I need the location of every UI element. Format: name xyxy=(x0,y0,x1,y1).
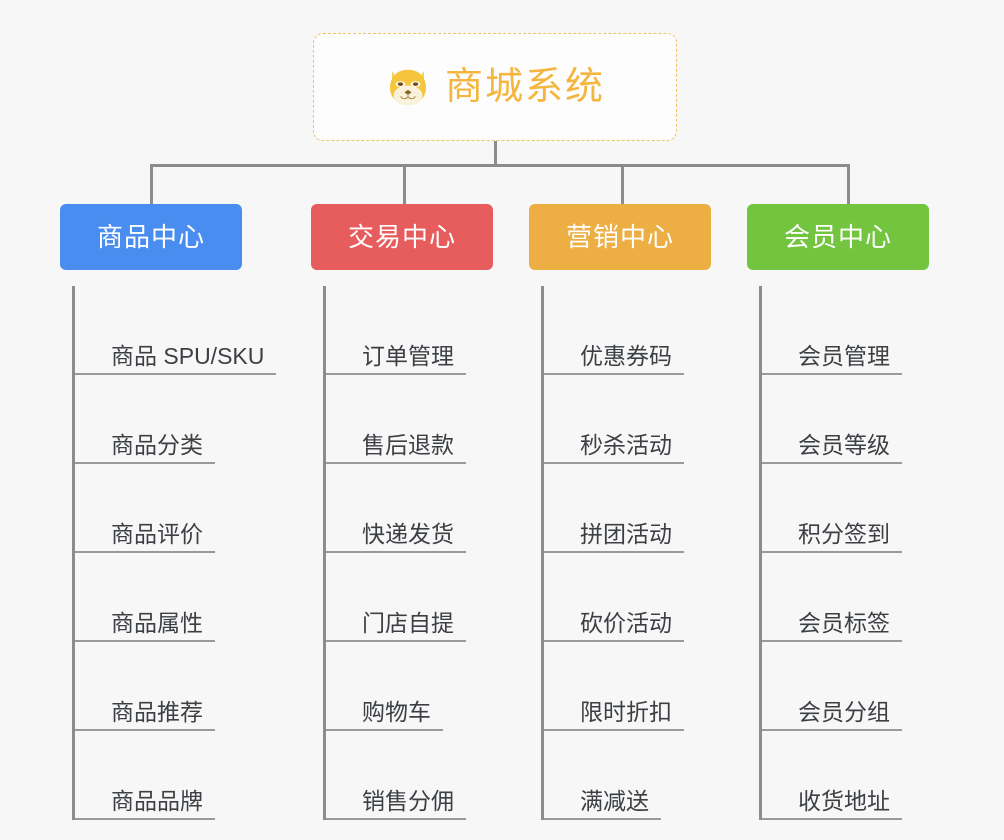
category-label-2: 交易中心 xyxy=(347,222,456,252)
category-label-1: 商品中心 xyxy=(96,222,205,252)
category-column-会员中心: 会员中心 会员管理会员等级积分签到会员标签会员分组收货地址 xyxy=(747,204,967,820)
leaf-label: 优惠券码 xyxy=(580,342,672,369)
leaf-underline xyxy=(544,818,661,820)
leaf-item[interactable]: 快递发货 xyxy=(326,464,531,553)
leaf-item[interactable]: 优惠券码 xyxy=(544,286,749,375)
category-label-4: 会员中心 xyxy=(783,222,892,252)
category-header-4[interactable]: 会员中心 xyxy=(747,204,929,270)
leaf-underline xyxy=(75,551,215,553)
leaf-underline xyxy=(544,640,684,642)
leaf-label: 商品推荐 xyxy=(111,698,203,725)
leaf-underline xyxy=(762,640,902,642)
leaf-underline xyxy=(326,373,466,375)
leaf-underline xyxy=(75,818,215,820)
shiba-dog-face-icon xyxy=(390,69,426,106)
connector-drop-3 xyxy=(621,164,624,204)
leaf-underline xyxy=(75,640,215,642)
leaf-underline xyxy=(75,729,215,731)
leaf-item[interactable]: 商品评价 xyxy=(75,464,280,553)
leaf-underline xyxy=(326,462,466,464)
leaf-label: 秒杀活动 xyxy=(580,431,672,458)
connector-drop-4 xyxy=(847,164,850,204)
category-header-2[interactable]: 交易中心 xyxy=(311,204,493,270)
leaf-underline xyxy=(544,462,684,464)
leaf-label: 购物车 xyxy=(362,698,431,725)
leaf-item[interactable]: 商品分类 xyxy=(75,375,280,464)
leaf-underline xyxy=(762,729,902,731)
connector-trunk xyxy=(494,141,497,166)
leaf-item[interactable]: 会员标签 xyxy=(762,553,967,642)
leaf-item[interactable]: 购物车 xyxy=(326,642,531,731)
leaf-label: 商品 SPU/SKU xyxy=(111,342,265,369)
leaf-item[interactable]: 销售分佣 xyxy=(326,731,531,820)
leaf-underline xyxy=(75,462,215,464)
leaf-item[interactable]: 订单管理 xyxy=(326,286,531,375)
leaf-underline xyxy=(544,373,684,375)
leaf-item[interactable]: 拼团活动 xyxy=(544,464,749,553)
leaf-label: 会员管理 xyxy=(798,342,890,369)
category-column-营销中心: 营销中心 优惠券码秒杀活动拼团活动砍价活动限时折扣满减送 xyxy=(529,204,749,820)
leaf-label: 售后退款 xyxy=(362,431,454,458)
leaf-underline xyxy=(544,729,684,731)
leaf-list-2: 订单管理售后退款快递发货门店自提购物车销售分佣 xyxy=(323,286,531,820)
leaf-item[interactable]: 门店自提 xyxy=(326,553,531,642)
leaf-item[interactable]: 商品品牌 xyxy=(75,731,280,820)
leaf-label: 订单管理 xyxy=(362,342,454,369)
leaf-underline xyxy=(326,551,466,553)
leaf-item[interactable]: 秒杀活动 xyxy=(544,375,749,464)
leaf-underline xyxy=(762,462,902,464)
leaf-item[interactable]: 会员管理 xyxy=(762,286,967,375)
leaf-item[interactable]: 满减送 xyxy=(544,731,749,820)
leaf-underline xyxy=(326,818,466,820)
leaf-underline xyxy=(75,373,276,375)
leaf-item[interactable]: 商品 SPU/SKU xyxy=(75,286,280,375)
leaf-label: 会员分组 xyxy=(798,698,890,725)
leaf-list-4: 会员管理会员等级积分签到会员标签会员分组收货地址 xyxy=(759,286,967,820)
leaf-item[interactable]: 限时折扣 xyxy=(544,642,749,731)
category-column-商品中心: 商品中心 商品 SPU/SKU 商品分类商品评价商品属性商品推荐商品品牌 xyxy=(60,204,280,820)
leaf-underline xyxy=(326,729,443,731)
category-column-交易中心: 交易中心 订单管理售后退款快递发货门店自提购物车销售分佣 xyxy=(311,204,531,820)
leaf-item[interactable]: 商品推荐 xyxy=(75,642,280,731)
leaf-label: 快递发货 xyxy=(362,520,454,547)
category-label-3: 营销中心 xyxy=(565,222,674,252)
leaf-underline xyxy=(762,373,902,375)
leaf-label: 会员等级 xyxy=(798,431,890,458)
leaf-label: 商品属性 xyxy=(111,609,203,636)
leaf-label: 门店自提 xyxy=(362,609,454,636)
leaf-item[interactable]: 收货地址 xyxy=(762,731,967,820)
leaf-label: 收货地址 xyxy=(798,787,890,814)
root-node[interactable]: 商城系统 xyxy=(313,33,677,141)
root-title: 商城系统 xyxy=(444,66,605,108)
leaf-list-3: 优惠券码秒杀活动拼团活动砍价活动限时折扣满减送 xyxy=(541,286,749,820)
connector-drop-2 xyxy=(403,164,406,204)
leaf-item[interactable]: 砍价活动 xyxy=(544,553,749,642)
leaf-underline xyxy=(544,551,684,553)
leaf-underline xyxy=(762,551,902,553)
connector-bus xyxy=(150,164,850,167)
leaf-label: 限时折扣 xyxy=(580,698,672,725)
leaf-label: 满减送 xyxy=(580,787,649,814)
leaf-item[interactable]: 售后退款 xyxy=(326,375,531,464)
leaf-label: 积分签到 xyxy=(798,520,890,547)
leaf-underline xyxy=(762,818,902,820)
leaf-label: 拼团活动 xyxy=(580,520,672,547)
leaf-item[interactable]: 积分签到 xyxy=(762,464,967,553)
category-header-1[interactable]: 商品中心 xyxy=(60,204,242,270)
leaf-item[interactable]: 会员分组 xyxy=(762,642,967,731)
leaf-item[interactable]: 商品属性 xyxy=(75,553,280,642)
connector-drop-1 xyxy=(150,164,153,204)
leaf-label: 商品分类 xyxy=(111,431,203,458)
leaf-label: 砍价活动 xyxy=(580,609,672,636)
leaf-label: 商品评价 xyxy=(111,520,203,547)
leaf-item[interactable]: 会员等级 xyxy=(762,375,967,464)
leaf-underline xyxy=(326,640,466,642)
category-header-3[interactable]: 营销中心 xyxy=(529,204,711,270)
leaf-label: 会员标签 xyxy=(798,609,890,636)
leaf-label: 商品品牌 xyxy=(111,787,203,814)
leaf-list-1: 商品 SPU/SKU 商品分类商品评价商品属性商品推荐商品品牌 xyxy=(72,286,280,820)
leaf-label: 销售分佣 xyxy=(362,787,454,814)
